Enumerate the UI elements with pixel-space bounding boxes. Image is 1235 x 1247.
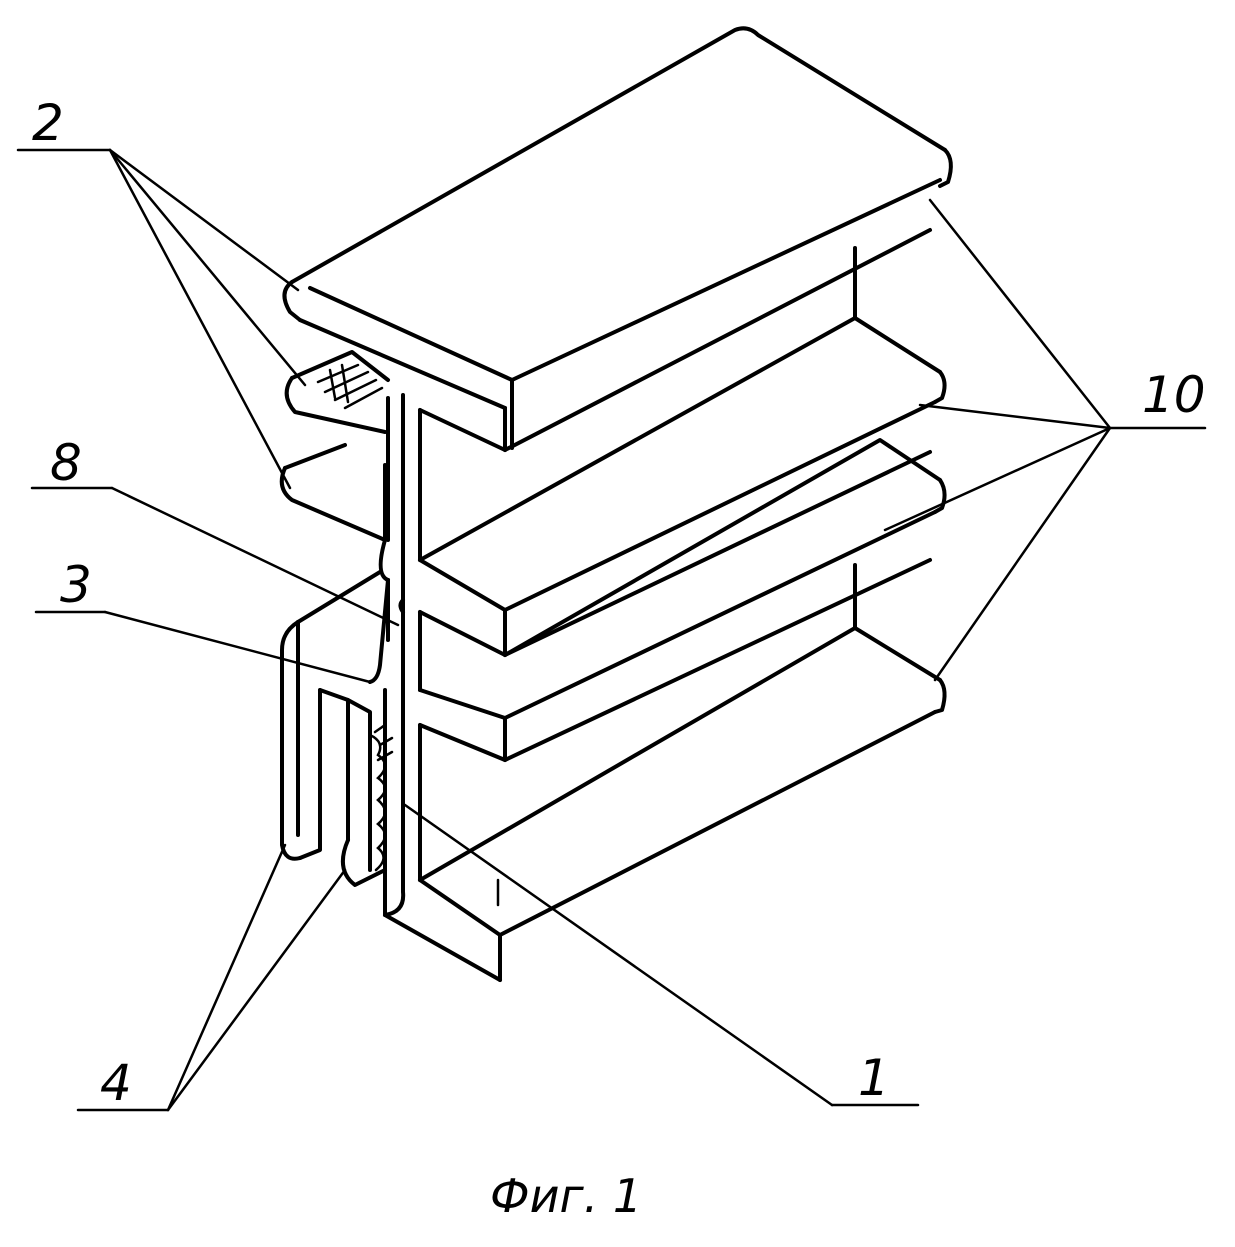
leader-10-c xyxy=(885,428,1110,530)
clip-hook xyxy=(282,622,385,885)
leader-2-b xyxy=(110,150,305,385)
top-flange xyxy=(284,28,950,450)
label-3: 3 xyxy=(60,556,92,614)
leader-4-b xyxy=(168,870,345,1110)
leader-10-b xyxy=(920,405,1110,428)
label-4: 4 xyxy=(100,1054,132,1112)
figure-caption: Фиг. 1 xyxy=(490,1169,642,1223)
leader-lines xyxy=(18,150,1205,1110)
label-1: 1 xyxy=(858,1049,890,1107)
label-10: 10 xyxy=(1142,366,1206,424)
seal-bead xyxy=(370,725,392,870)
label-2: 2 xyxy=(32,94,64,152)
left-fins xyxy=(282,352,388,540)
back-wall-upper xyxy=(420,248,855,560)
label-8: 8 xyxy=(50,434,82,492)
leader-10-a xyxy=(930,200,1110,428)
leader-8 xyxy=(112,488,398,625)
leader-4-a xyxy=(168,845,285,1110)
leader-2-c xyxy=(110,150,290,488)
third-flange xyxy=(420,440,945,760)
leader-1 xyxy=(405,805,832,1105)
central-web xyxy=(385,395,403,915)
back-wall-lower xyxy=(420,565,855,880)
neck xyxy=(298,540,388,682)
leader-3 xyxy=(105,612,370,682)
leader-2-a xyxy=(110,150,298,290)
reference-labels: 2 8 3 4 10 1 xyxy=(32,94,1206,1112)
leader-10-d xyxy=(935,428,1110,680)
profile-drawing xyxy=(282,28,951,980)
bottom-flange xyxy=(385,628,945,980)
